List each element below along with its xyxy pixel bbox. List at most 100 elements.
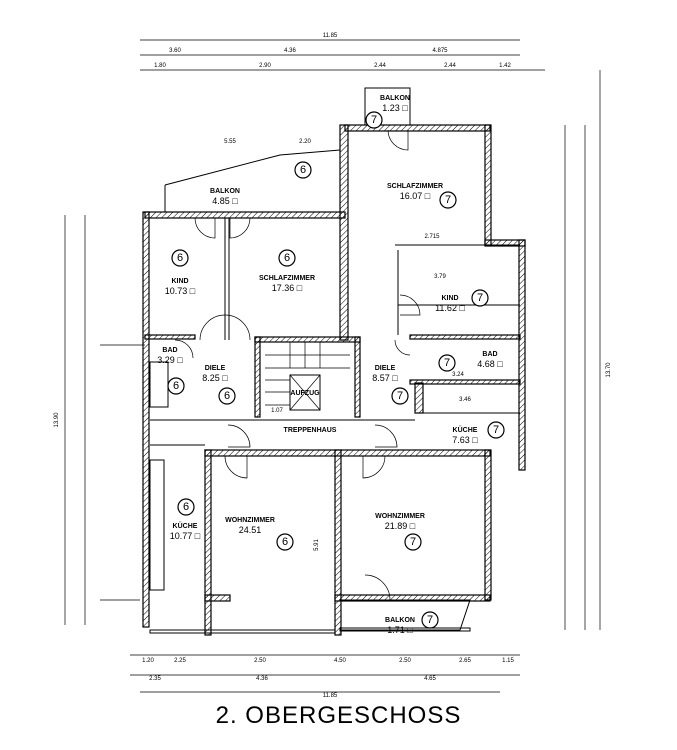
unit-number: 7 — [477, 292, 483, 304]
unit-circle — [365, 111, 383, 129]
room-label: SCHLAFZIMMER — [259, 275, 315, 282]
room-area: 24.51 — [239, 525, 262, 535]
room-label: BAD — [162, 347, 177, 354]
dim-inner-e: 3.24 — [452, 372, 464, 378]
dim-bottom2-f: 2.65 — [459, 658, 471, 664]
unit-number: 7 — [445, 194, 451, 206]
unit-circle — [177, 498, 195, 516]
room-label: DIELE — [205, 365, 226, 372]
room-label: KIND — [171, 278, 188, 285]
dim-top2-b: 2.90 — [259, 63, 271, 69]
room-area: 16.07 □ — [400, 191, 431, 201]
dim-bottom2-g: 1.15 — [502, 658, 514, 664]
dim-top-total: 11.85 — [323, 33, 338, 39]
walls — [142, 124, 526, 636]
unit-number: 7 — [410, 536, 416, 548]
dim-top2-c: 2.44 — [374, 63, 386, 69]
unit-number: 6 — [224, 390, 230, 402]
dim-top2-e: 1.42 — [499, 63, 511, 69]
room-area: 7.63 □ — [452, 435, 478, 445]
room-area: 8.25 □ — [202, 373, 228, 383]
room-area: 4.85 □ — [212, 196, 238, 206]
dim-left-total: 13.90 — [54, 412, 60, 428]
room-area: 8.57 □ — [372, 373, 398, 383]
unit-circle — [471, 289, 489, 307]
dim-top-a: 3.60 — [169, 48, 181, 54]
room-area: 4.68 □ — [477, 359, 503, 369]
dim-top-b: 4.36 — [284, 48, 296, 54]
unit-number: 7 — [493, 424, 499, 436]
room-area: 1.23 □ — [382, 103, 408, 113]
unit-number: 6 — [300, 164, 306, 176]
room-label: BALKON — [385, 617, 415, 624]
unit-number: 7 — [444, 357, 450, 369]
dim-bottom2-d: 4.50 — [334, 658, 346, 664]
unit-circle — [278, 249, 296, 267]
stairwell — [265, 342, 350, 411]
dim-bottom2-b: 2.25 — [174, 658, 186, 664]
unit-circle — [438, 354, 456, 372]
stairwell-label: TREPPENHAUS — [284, 427, 337, 434]
dim-inner-g: 1.07 — [271, 408, 283, 414]
room-label: KÜCHE — [173, 521, 198, 530]
room-label: WOHNZIMMER — [225, 517, 275, 524]
dim-bottom-a: 2.35 — [149, 676, 161, 682]
unit-circle — [294, 161, 312, 179]
dim-bottom-total: 11.85 — [323, 693, 338, 699]
dim-bottom-b: 4.36 — [256, 676, 268, 682]
unit-circle — [404, 533, 422, 551]
dim-inner-f: 3.46 — [459, 397, 471, 403]
room-area: 3.29 □ — [157, 355, 183, 365]
dim-bottom-c: 4.65 — [424, 676, 436, 682]
dim-inner-h: 5.91 — [314, 539, 320, 551]
unit-number: 6 — [177, 252, 183, 264]
room-label: WOHNZIMMER — [375, 513, 425, 520]
room-area: 17.36 □ — [272, 283, 303, 293]
room-label: SCHLAFZIMMER — [387, 183, 443, 190]
room-area: 10.77 □ — [170, 531, 201, 541]
interior-lines — [149, 87, 520, 631]
room-label: BALKON — [210, 188, 240, 195]
room-area: 11.62 □ — [435, 303, 465, 313]
dim-bottom2-e: 2.50 — [399, 658, 411, 664]
dim-top2-a: 1.80 — [154, 63, 166, 69]
room-label: DIELE — [375, 365, 396, 372]
elevator-shaft — [289, 374, 321, 411]
room-label: KÜCHE — [453, 425, 478, 434]
unit-number: 7 — [397, 390, 403, 402]
unit-circle — [487, 421, 505, 439]
dimension-lines — [64, 39, 601, 693]
room-area: 1.71 □ — [387, 625, 413, 635]
elevator-label: AUFZUG — [290, 390, 320, 397]
unit-circle — [276, 533, 294, 551]
room-area: 10.73 □ — [165, 286, 196, 296]
room-label: BALKON — [380, 95, 410, 102]
unit-circle — [391, 387, 409, 405]
unit-circle — [218, 387, 236, 405]
doors — [174, 129, 421, 601]
unit-number: 6 — [282, 536, 288, 548]
room-label: KIND — [441, 295, 458, 302]
room-label: BAD — [482, 351, 497, 358]
unit-number: 6 — [183, 501, 189, 513]
unit-number: 7 — [371, 114, 377, 126]
unit-number: 7 — [427, 614, 433, 626]
dim-bottom2-c: 2.50 — [254, 658, 266, 664]
unit-circle — [167, 377, 185, 395]
